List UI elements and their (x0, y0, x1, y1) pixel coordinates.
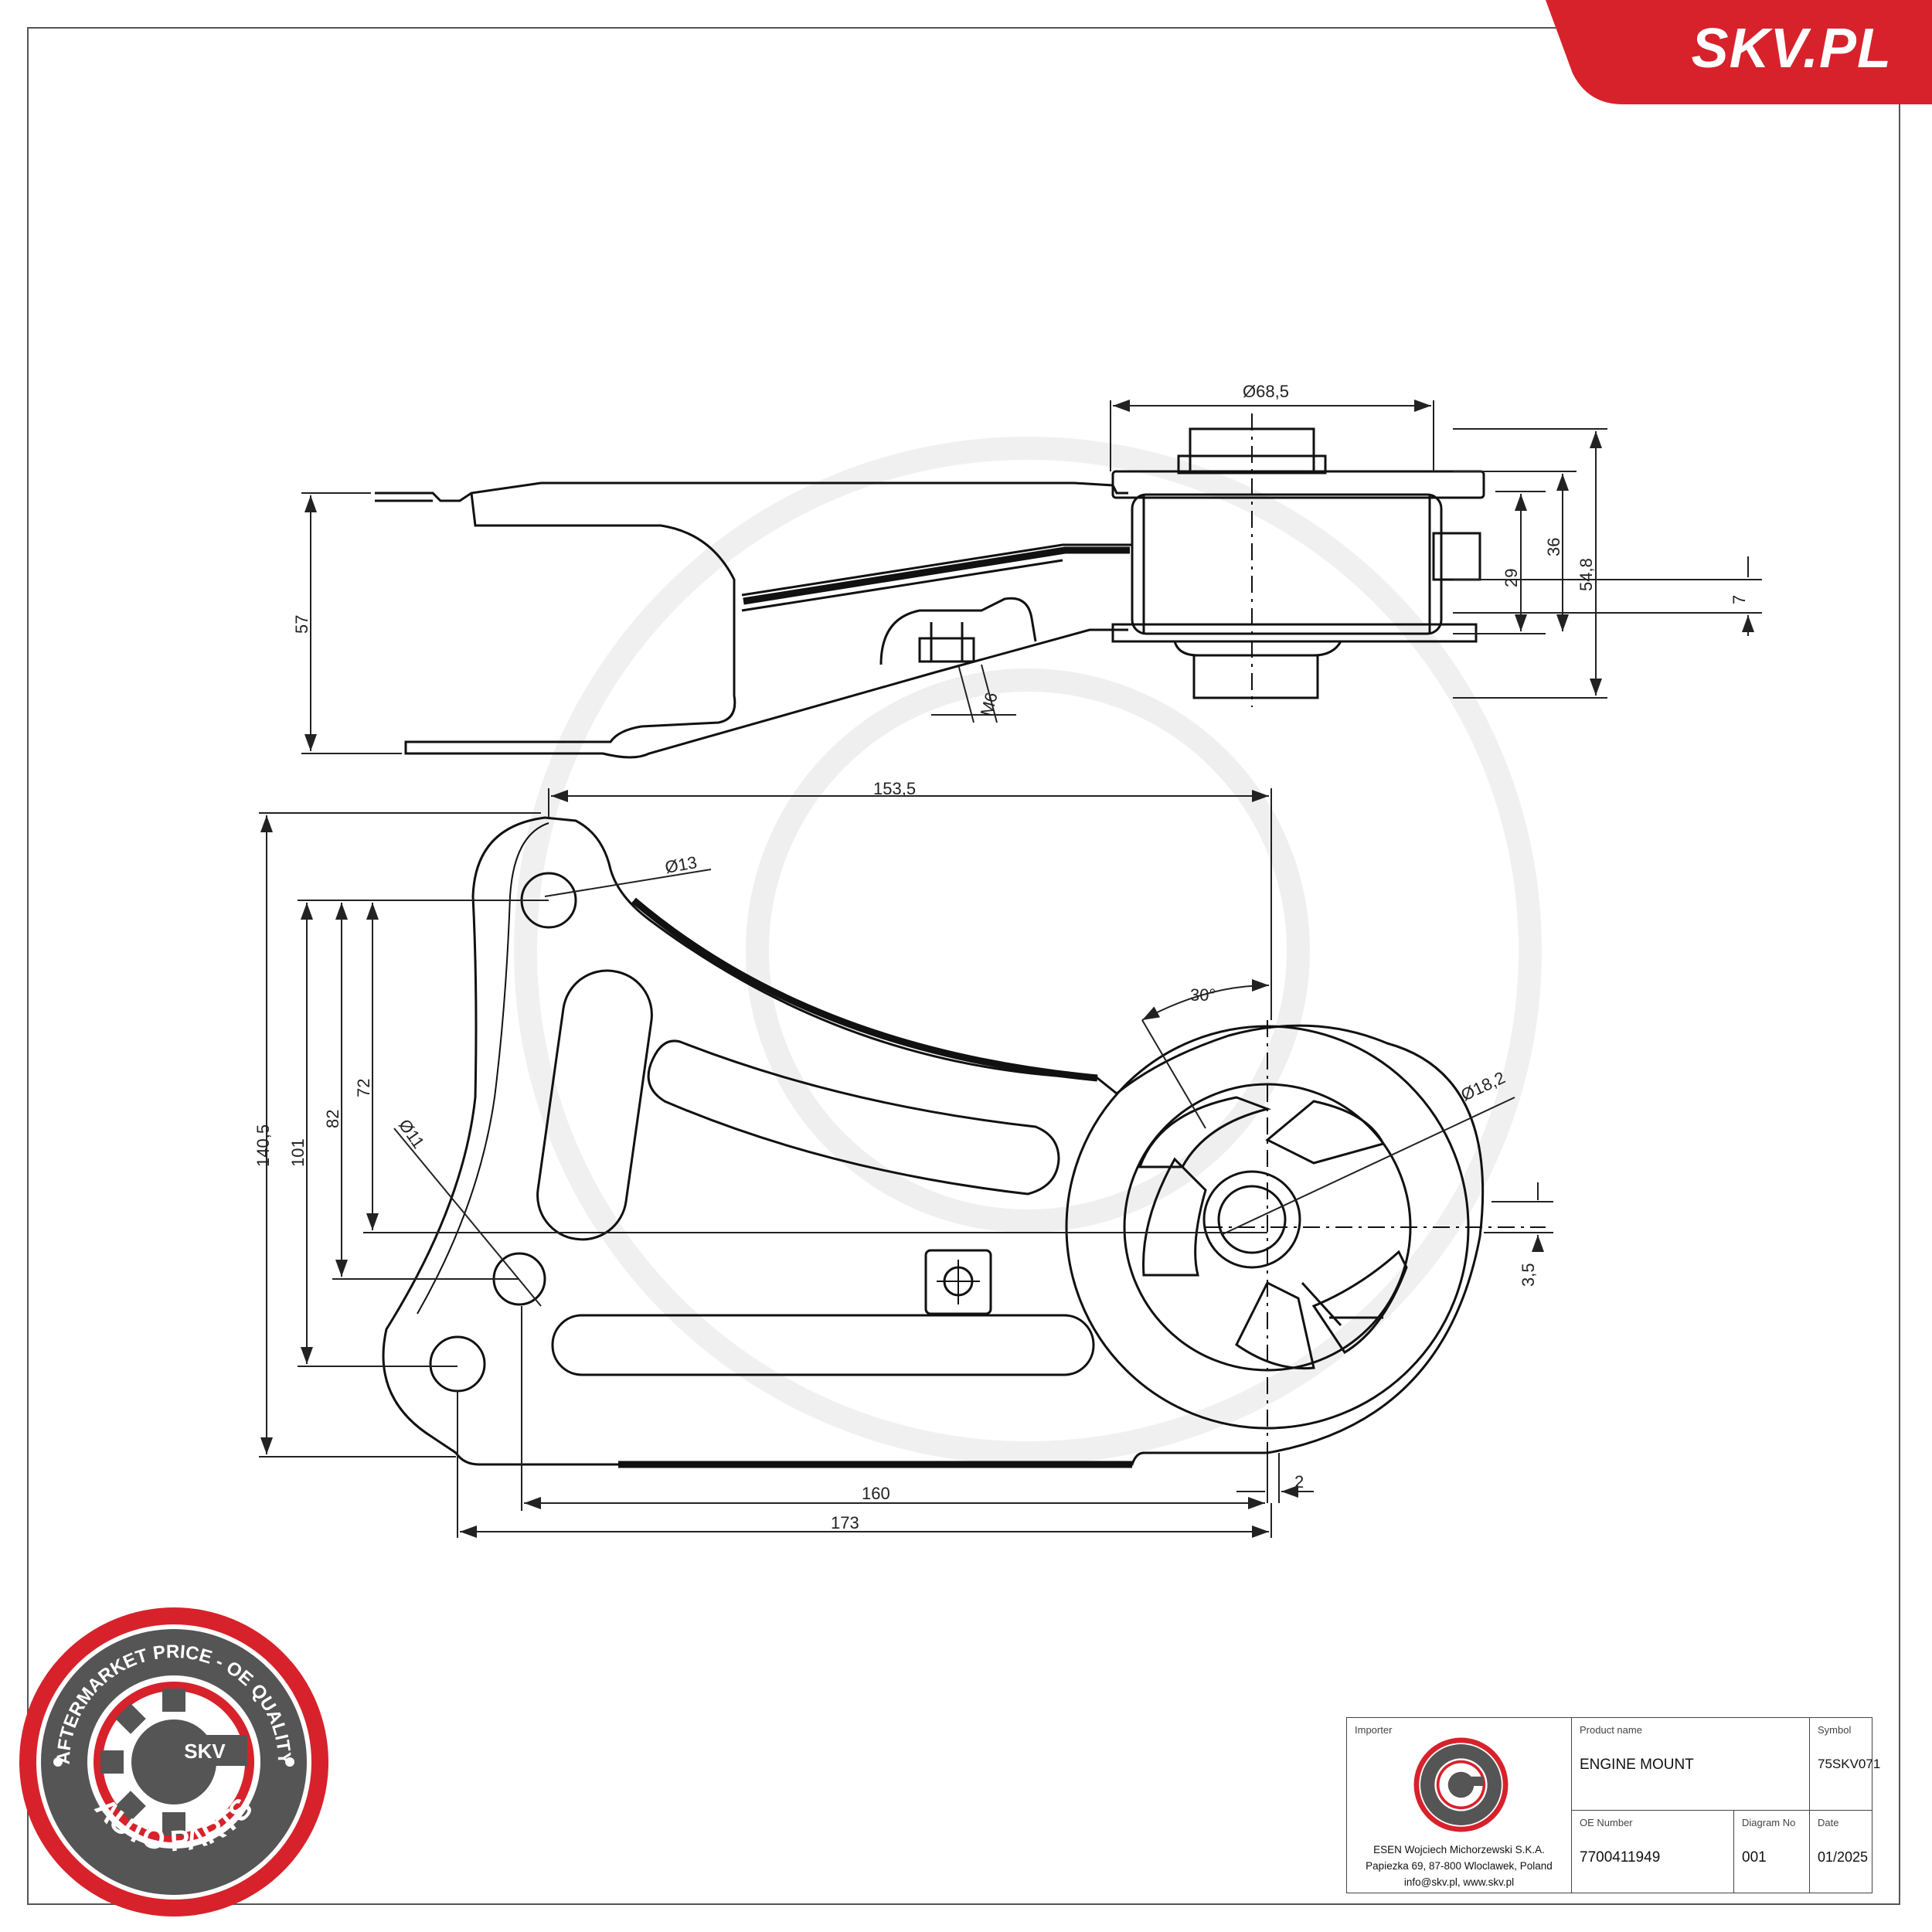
dim-height-101: 101 (288, 1138, 308, 1167)
dim-height-3-5: 3,5 (1519, 1263, 1538, 1287)
dim-angle-30: 30° (1190, 985, 1216, 1005)
top-view (382, 816, 1546, 1468)
symbol-caption: Symbol (1818, 1724, 1852, 1736)
dim-diameter-68-5: Ø68,5 (1243, 382, 1289, 401)
gear-watermark-icon (514, 437, 1542, 1464)
oe-number-cell: OE Number 7700411949 (1571, 1811, 1733, 1893)
diagram-no-value: 001 (1742, 1849, 1767, 1866)
drawing-frame (27, 27, 1900, 1905)
seal-center-text: SKV (184, 1740, 226, 1763)
importer-seal-icon (1413, 1737, 1509, 1832)
dim-height-54-8: 54,8 (1577, 558, 1596, 591)
importer-address: Papiezka 69, 87-800 Wloclawek, Poland (1366, 1860, 1553, 1872)
product-cell: Product name ENGINE MOUNT (1571, 1718, 1809, 1811)
dim-diameter-13: Ø13 (664, 852, 699, 877)
dim-width-153-5: 153,5 (873, 779, 916, 798)
dim-width-2: 2 (1294, 1472, 1304, 1492)
dim-width-173: 173 (831, 1513, 859, 1532)
product-caption: Product name (1580, 1724, 1642, 1736)
top-view-dimensions (259, 788, 1553, 1538)
dim-height-29: 29 (1502, 569, 1521, 587)
oe-number-caption: OE Number (1580, 1817, 1633, 1828)
dim-height-36: 36 (1544, 538, 1563, 556)
product-value: ENGINE MOUNT (1580, 1757, 1694, 1773)
dim-width-160: 160 (862, 1484, 890, 1503)
skv-seal-logo: AFTERMARKET PRICE - OE QUALITY AUTO PART… (19, 1607, 328, 1917)
title-block: Importer ESEN Wojciech Michorzewski S.K.… (1346, 1717, 1880, 1893)
diagram-no-cell: Diagram No 001 (1733, 1811, 1809, 1893)
dim-height-72: 72 (354, 1079, 373, 1097)
dim-height-140-5: 140,5 (253, 1124, 273, 1167)
importer-cell: Importer ESEN Wojciech Michorzewski S.K.… (1347, 1718, 1571, 1893)
date-cell: Date 01/2025 (1809, 1811, 1872, 1893)
importer-caption: Importer (1355, 1724, 1393, 1736)
dim-height-82: 82 (323, 1110, 342, 1128)
symbol-cell: Symbol 75SKV071 (1809, 1718, 1880, 1811)
date-caption: Date (1818, 1817, 1839, 1828)
brand-site-label: SKV.PL (1691, 18, 1892, 80)
importer-company: ESEN Wojciech Michorzewski S.K.A. (1373, 1844, 1545, 1855)
dim-height-57: 57 (292, 615, 311, 634)
diagram-no-caption: Diagram No (1742, 1817, 1796, 1828)
side-view-dimensions (301, 400, 1762, 754)
dim-height-7: 7 (1730, 595, 1749, 604)
brand-tab (1546, 0, 1932, 104)
dim-diameter-11: Ø11 (395, 1116, 428, 1152)
date-value: 01/2025 (1818, 1849, 1869, 1865)
oe-number-value: 7700411949 (1580, 1849, 1661, 1866)
symbol-value: 75SKV071 (1818, 1757, 1881, 1771)
importer-contact: info@skv.pl, www.skv.pl (1403, 1876, 1515, 1888)
